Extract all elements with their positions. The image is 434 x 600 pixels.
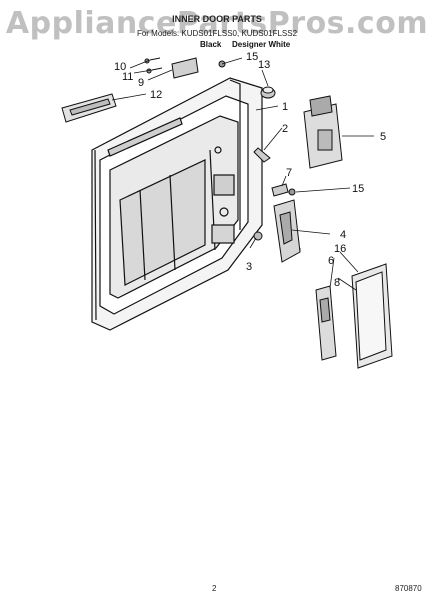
part-4-latch <box>273 199 301 263</box>
callout-6: 6 <box>328 255 334 267</box>
callout-11: 11 <box>122 71 133 83</box>
part-5-module <box>303 95 343 169</box>
callout-16: 16 <box>334 243 346 255</box>
diagram-title: INNER DOOR PARTS <box>172 14 262 24</box>
callout-labels: 10 11 9 12 15 13 1 2 5 7 15 4 16 6 3 8 <box>114 51 386 289</box>
part-10-screw <box>144 57 161 64</box>
model-list: For Models: KUDS01FLSS0, KUDS01FLSS2 <box>136 29 298 38</box>
watermark: AppliancePartsPros.com <box>5 6 429 41</box>
part-3-bushing <box>253 231 263 241</box>
callout-9: 9 <box>138 77 144 89</box>
callout-1: 1 <box>282 101 288 113</box>
part-15-screw-lower <box>288 188 296 196</box>
callout-12: 12 <box>150 89 162 101</box>
callout-5: 5 <box>380 131 386 143</box>
part-9-cover <box>171 57 199 79</box>
part-8-strip <box>315 285 337 361</box>
part-16-side-panel <box>351 263 393 369</box>
color-label-black: Black <box>200 40 222 49</box>
callout-4: 4 <box>340 229 346 241</box>
callout-2: 2 <box>282 123 288 135</box>
leader-lines <box>111 57 374 291</box>
callout-10: 10 <box>114 61 126 73</box>
callout-13: 13 <box>258 59 270 71</box>
part-13-knob <box>260 86 276 99</box>
part-12-handle <box>61 93 117 123</box>
part-7-clip <box>271 183 289 197</box>
callout-7: 7 <box>286 167 292 179</box>
callout-15-lower: 15 <box>352 183 364 195</box>
doc-code: 870870 <box>395 584 422 593</box>
inner-door-panel <box>91 77 263 331</box>
callout-3: 3 <box>246 261 252 273</box>
callout-15-upper: 15 <box>246 51 258 63</box>
callout-8: 8 <box>334 277 340 289</box>
color-label-white: Designer White <box>232 40 291 49</box>
page-number: 2 <box>212 584 217 593</box>
part-2-spring <box>253 147 271 163</box>
